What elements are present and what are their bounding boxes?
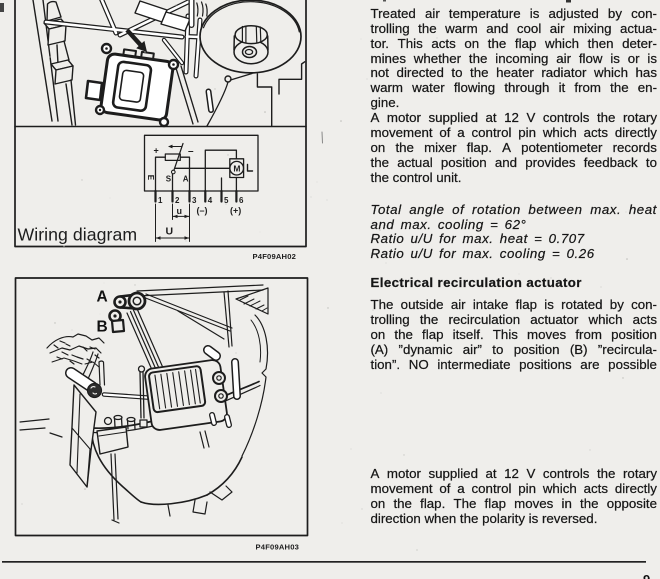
svg-text:A: A (97, 289, 108, 306)
svg-text:B: B (97, 319, 108, 336)
svg-text:9: 9 (643, 572, 650, 579)
svg-text:P4F09AH03: P4F09AH03 (256, 543, 300, 552)
svg-text:S: S (166, 175, 172, 184)
svg-text:5: 5 (224, 196, 229, 205)
svg-text:+: + (154, 146, 159, 156)
svg-text:M: M (233, 163, 240, 173)
svg-text:2: 2 (175, 196, 180, 205)
svg-text:u: u (177, 206, 183, 216)
svg-text:Wiring diagram: Wiring diagram (18, 225, 138, 245)
svg-text:E: E (146, 175, 155, 181)
svg-text:(+): (+) (230, 206, 241, 216)
svg-text:U: U (166, 226, 174, 238)
svg-text:3: 3 (192, 196, 197, 205)
svg-text:P4F09AH02: P4F09AH02 (253, 252, 297, 261)
svg-text:6: 6 (239, 196, 244, 205)
svg-text:(–): (–) (197, 206, 208, 216)
svg-text:A: A (183, 175, 189, 184)
svg-text:4: 4 (208, 196, 213, 205)
svg-text:–: – (188, 146, 194, 157)
svg-text:1: 1 (158, 196, 163, 205)
